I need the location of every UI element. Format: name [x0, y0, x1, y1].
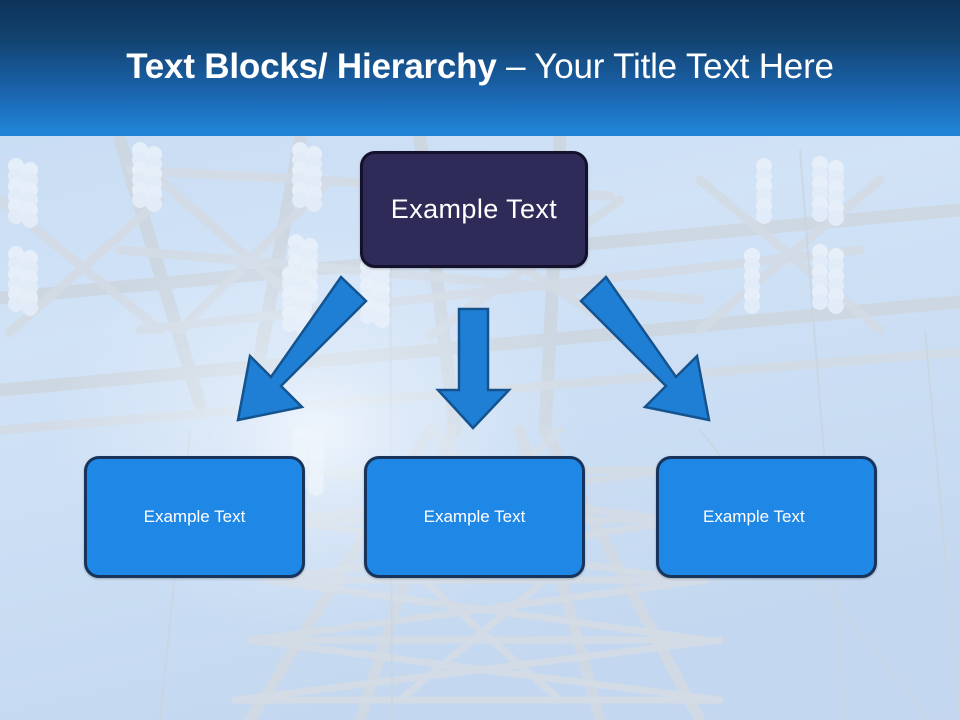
hierarchy-child-box-2[interactable]: Example Text — [364, 456, 585, 578]
hierarchy-child-box-1[interactable]: Example Text — [84, 456, 305, 578]
page-title-light: Your Title Text Here — [534, 47, 834, 86]
page-title-strong: Text Blocks/ Hierarchy — [126, 47, 497, 86]
hierarchy-root-box[interactable]: Example Text — [360, 151, 588, 268]
hierarchy-child-label-2: Example Text — [423, 507, 526, 526]
hierarchy-child-label-3: Example Text — [703, 507, 805, 526]
title-bar: Text Blocks/ Hierarchy – Your Title Text… — [0, 0, 960, 136]
page-title-separator: – — [496, 47, 535, 86]
hierarchy-root-label: Example Text — [390, 194, 558, 224]
page-title: Text Blocks/ Hierarchy – Your Title Text… — [0, 45, 960, 89]
hierarchy-child-label-1: Example Text — [143, 507, 246, 526]
hierarchy-child-box-3[interactable]: Example Text — [656, 456, 877, 578]
